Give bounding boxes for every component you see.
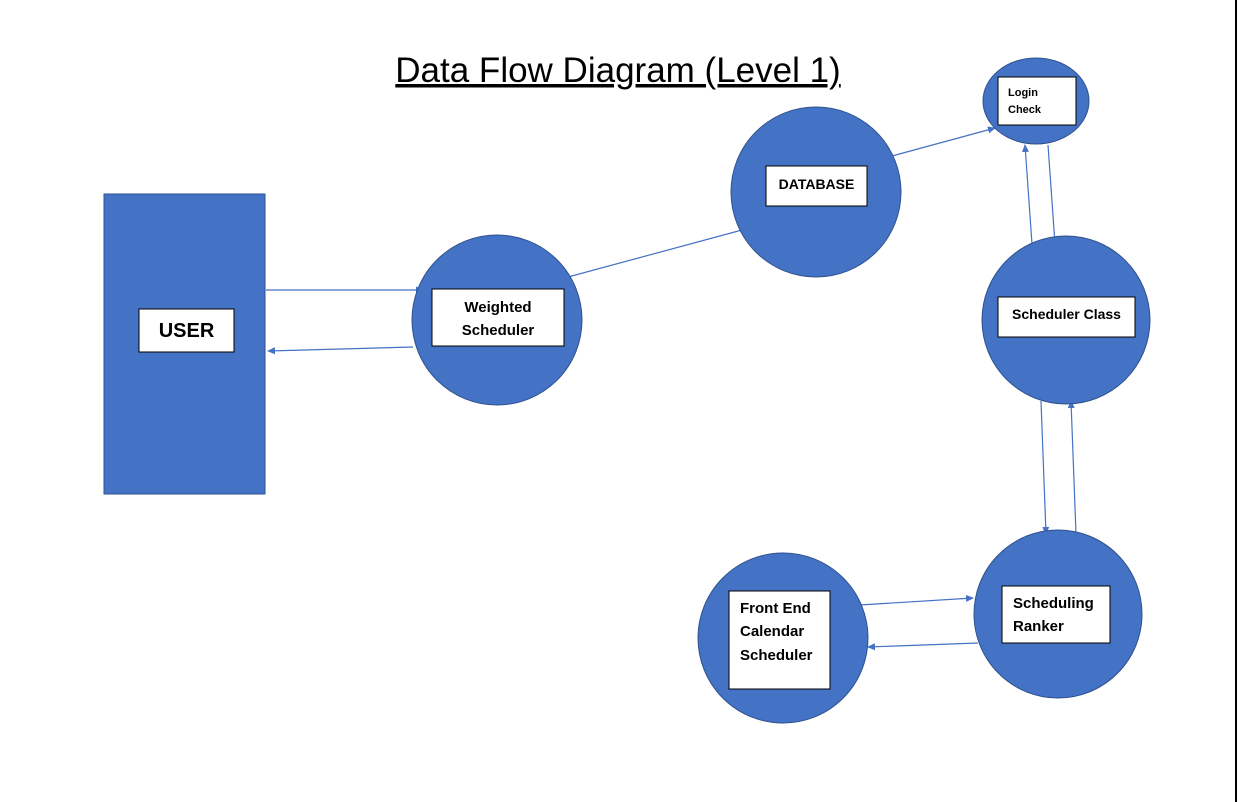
user-label: USER [159,320,215,342]
weighted-scheduler-label-box [431,288,565,347]
diagram-title: Data Flow Diagram (Level 1) [395,51,840,90]
front-end-calendar-scheduler-label-line-1: Front End [740,600,811,617]
weighted-scheduler-label-line-2: Scheduler [462,322,535,339]
database-process: DATABASE [730,106,902,278]
scheduler-class-label-box [997,296,1136,338]
login-check-label-line-2: Check [1008,104,1042,116]
scheduling-ranker-label-line-2: Ranker [1013,618,1064,635]
flow-weighted-scheduler-to-user [267,346,414,355]
scheduler-class-process: Scheduler Class [981,235,1151,405]
weighted-scheduler-label-line-1: Weighted [464,299,531,316]
front-end-calendar-scheduler-label-box [728,590,831,690]
flows [266,126,1077,651]
weighted-scheduler-process: Weighted Scheduler [411,234,583,406]
scheduling-ranker-label-box [1001,585,1111,644]
flow-scheduling-ranker-to-front-end [867,642,979,651]
front-end-calendar-scheduler-process: Front End Calendar Scheduler [697,552,869,724]
login-check-label-line-1: Login [1008,87,1038,99]
scheduler-class-label: Scheduler Class [1012,306,1121,322]
database-label: DATABASE [779,176,855,192]
flow-login-check-to-scheduler-class [1047,144,1058,245]
scheduling-ranker-label-line-1: Scheduling [1013,595,1094,612]
flow-scheduler-class-to-login-check [1022,144,1033,245]
user-entity: USER [103,193,266,495]
login-check-label-box [997,76,1077,126]
flow-scheduling-ranker-to-scheduler-class [1067,400,1077,535]
user-label-box [138,308,235,353]
front-end-calendar-scheduler-label-line-3: Scheduler [740,647,813,664]
scheduling-ranker-process: Scheduling Ranker [973,529,1143,699]
database-label-box [765,165,868,207]
flow-weighted-scheduler-to-database [567,229,743,278]
flow-front-end-to-scheduling-ranker [859,594,974,606]
flow-database-to-login-check [891,126,996,157]
user-entity-shape [103,193,266,495]
page-right-edge [1235,0,1237,802]
front-end-calendar-scheduler-label-line-2: Calendar [740,623,804,640]
flow-scheduler-class-to-scheduling-ranker [1040,400,1050,535]
login-check-process: Login Check [982,57,1090,145]
